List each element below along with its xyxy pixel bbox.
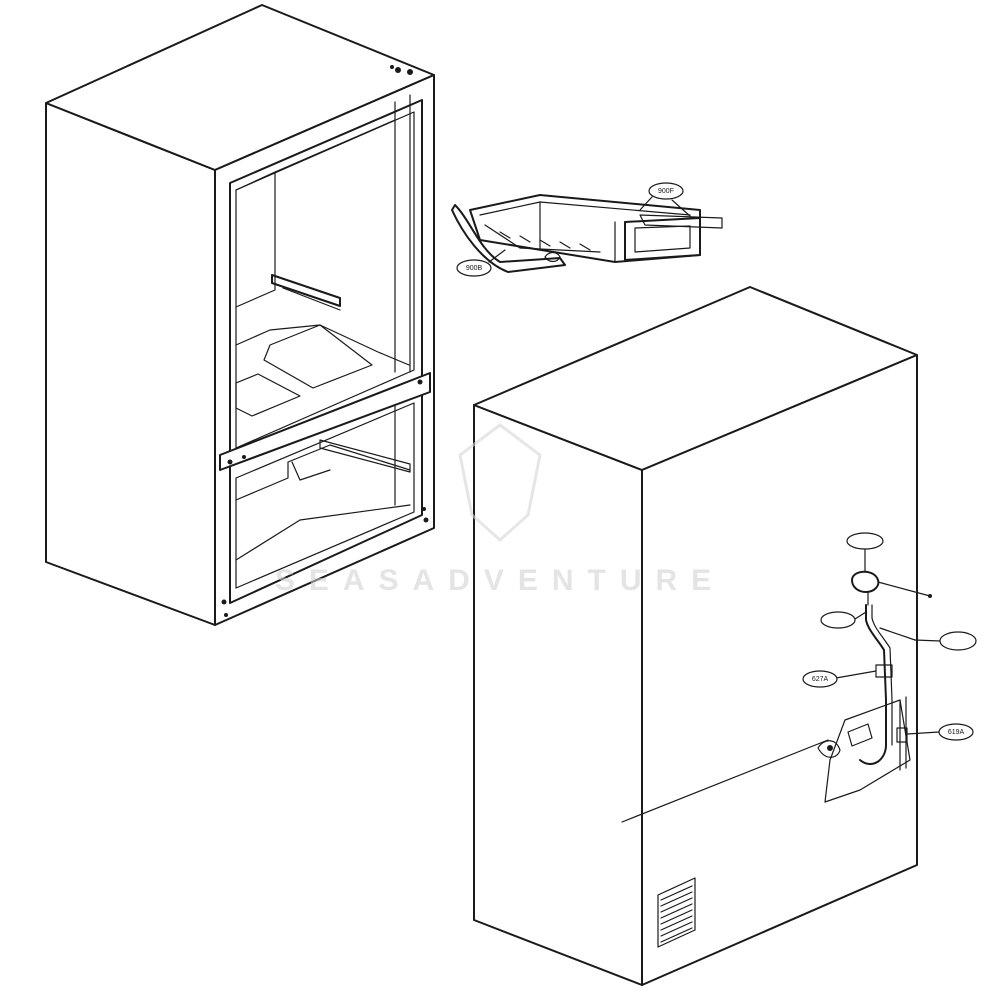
watermark: SEASADVENTURE (275, 423, 725, 597)
callout-label-bracket: 619A (948, 729, 965, 736)
crisper-cover-left (235, 373, 301, 417)
compressor-vent-grille (657, 877, 696, 948)
callout-tube-left (820, 611, 867, 629)
callout-bracket: 619A (906, 723, 974, 741)
rear-cabinet-left-side (473, 404, 643, 986)
cabinet-rear-view (473, 286, 918, 986)
ice-maker-assembly (451, 194, 723, 273)
callout-clamp: 627A (802, 670, 877, 688)
water-valve (851, 570, 880, 593)
freezer-liner (235, 402, 415, 589)
callout-icemaker-top: 900F (639, 182, 684, 211)
rear-panel-seam (621, 739, 829, 823)
callout-valve-top (846, 532, 884, 573)
watermark-text: SEASADVENTURE (275, 564, 725, 597)
center-mullion (219, 372, 431, 471)
callout-tube-right (914, 631, 977, 651)
freezer-rail (319, 439, 411, 473)
watermark-logo (458, 423, 542, 543)
ice-maker-mount-bracket (639, 214, 723, 229)
shelf-rail (271, 274, 341, 307)
cabinet-left-side (45, 102, 216, 626)
callout-label-icemaker-top: 900F (658, 188, 674, 195)
water-tube (859, 604, 887, 765)
cabinet-front-frame (214, 74, 435, 626)
cabinet-front-view (45, 4, 435, 626)
callout-label-icemaker-bottom: 900B (466, 265, 483, 272)
rear-cabinet-back (641, 354, 918, 986)
crisper-cover-right (263, 324, 373, 389)
ice-maker-tray (451, 204, 566, 273)
ice-maker-control-box (624, 217, 701, 261)
callout-label-clamp: 627A (812, 676, 829, 683)
water-valve-assembly (817, 570, 932, 803)
callout-icemaker-bottom: 900B (456, 259, 492, 277)
